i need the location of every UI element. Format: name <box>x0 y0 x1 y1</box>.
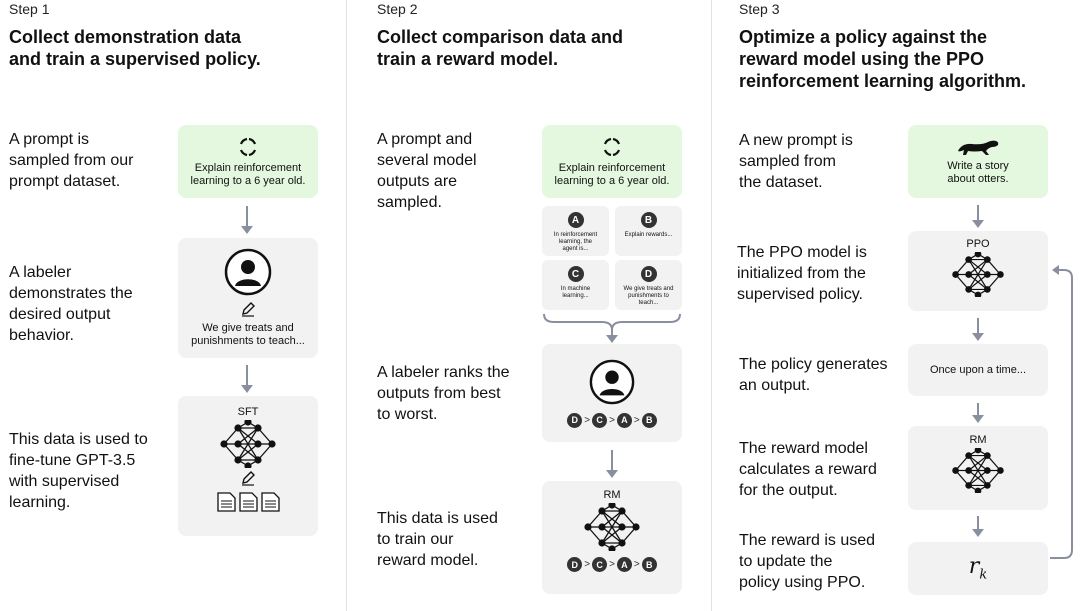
step3-arrow-1 <box>977 205 979 221</box>
step3-title: Optimize a policy against the reward mod… <box>739 27 1027 91</box>
otter-icon <box>958 140 999 155</box>
neural-network-icon <box>952 252 1004 297</box>
step3-reward-card: rk <box>908 542 1048 595</box>
rm-title: RM <box>969 434 987 446</box>
step3-arrow-3 <box>977 403 979 416</box>
step3-rm-card: RM <box>908 426 1048 510</box>
feedback-loop-arrow <box>1050 265 1073 559</box>
step2-rm-card: RM D> C> A> B <box>542 481 682 594</box>
neural-network-icon <box>584 503 640 551</box>
document-stack <box>216 492 280 512</box>
step2-labeler-card: D> C> A> B <box>542 344 682 442</box>
ranking-row: D> C> A> B <box>567 412 657 428</box>
brace-icon <box>543 313 681 343</box>
step1-label: Step 1 <box>9 1 50 17</box>
step1-sft-card: SFT <box>178 396 318 536</box>
neural-network-icon <box>952 448 1004 493</box>
document-icon <box>238 492 258 512</box>
person-icon <box>589 359 635 404</box>
arrow-icon <box>972 333 984 341</box>
step3-output-card: Once upon a time... <box>908 344 1048 396</box>
arrow-icon <box>972 415 984 423</box>
refresh-icon <box>603 137 621 156</box>
reward-symbol: rk <box>968 554 988 583</box>
step2-label: Step 2 <box>377 1 418 17</box>
output-text: Once upon a time... <box>930 363 1026 376</box>
refresh-icon <box>239 137 257 156</box>
ranking-row: D> C> A> B <box>567 557 657 572</box>
arrow-icon <box>972 529 984 537</box>
output-card-b: B Explain rewards... <box>615 206 682 256</box>
neural-network-icon <box>220 420 276 468</box>
step1-arrow-2 <box>246 365 248 385</box>
step2-title: Collect comparison data and train a rewa… <box>377 27 624 69</box>
step1-arrow-1 <box>246 206 248 226</box>
pencil-icon <box>242 471 255 486</box>
pencil-icon <box>242 302 255 317</box>
step3-arrow-4 <box>977 516 979 530</box>
step2-arrow-2 <box>611 450 613 470</box>
column-divider-1 <box>346 0 347 611</box>
sft-title: SFT <box>237 406 259 418</box>
document-icon <box>216 492 236 512</box>
step3-label: Step 3 <box>739 1 780 17</box>
arrow-icon <box>606 470 618 478</box>
step3-ppo-card: PPO <box>908 231 1048 311</box>
arrow-icon <box>241 226 253 234</box>
arrow-icon <box>241 385 253 393</box>
document-icon <box>260 492 280 512</box>
person-icon <box>224 248 272 296</box>
ppo-title: PPO <box>966 238 990 250</box>
arrow-icon <box>972 220 984 228</box>
step3-arrow-2 <box>977 318 979 334</box>
rm-title: RM <box>603 489 621 501</box>
step1-title: Collect demonstration data and train a s… <box>9 27 261 69</box>
column-divider-2 <box>711 0 712 611</box>
